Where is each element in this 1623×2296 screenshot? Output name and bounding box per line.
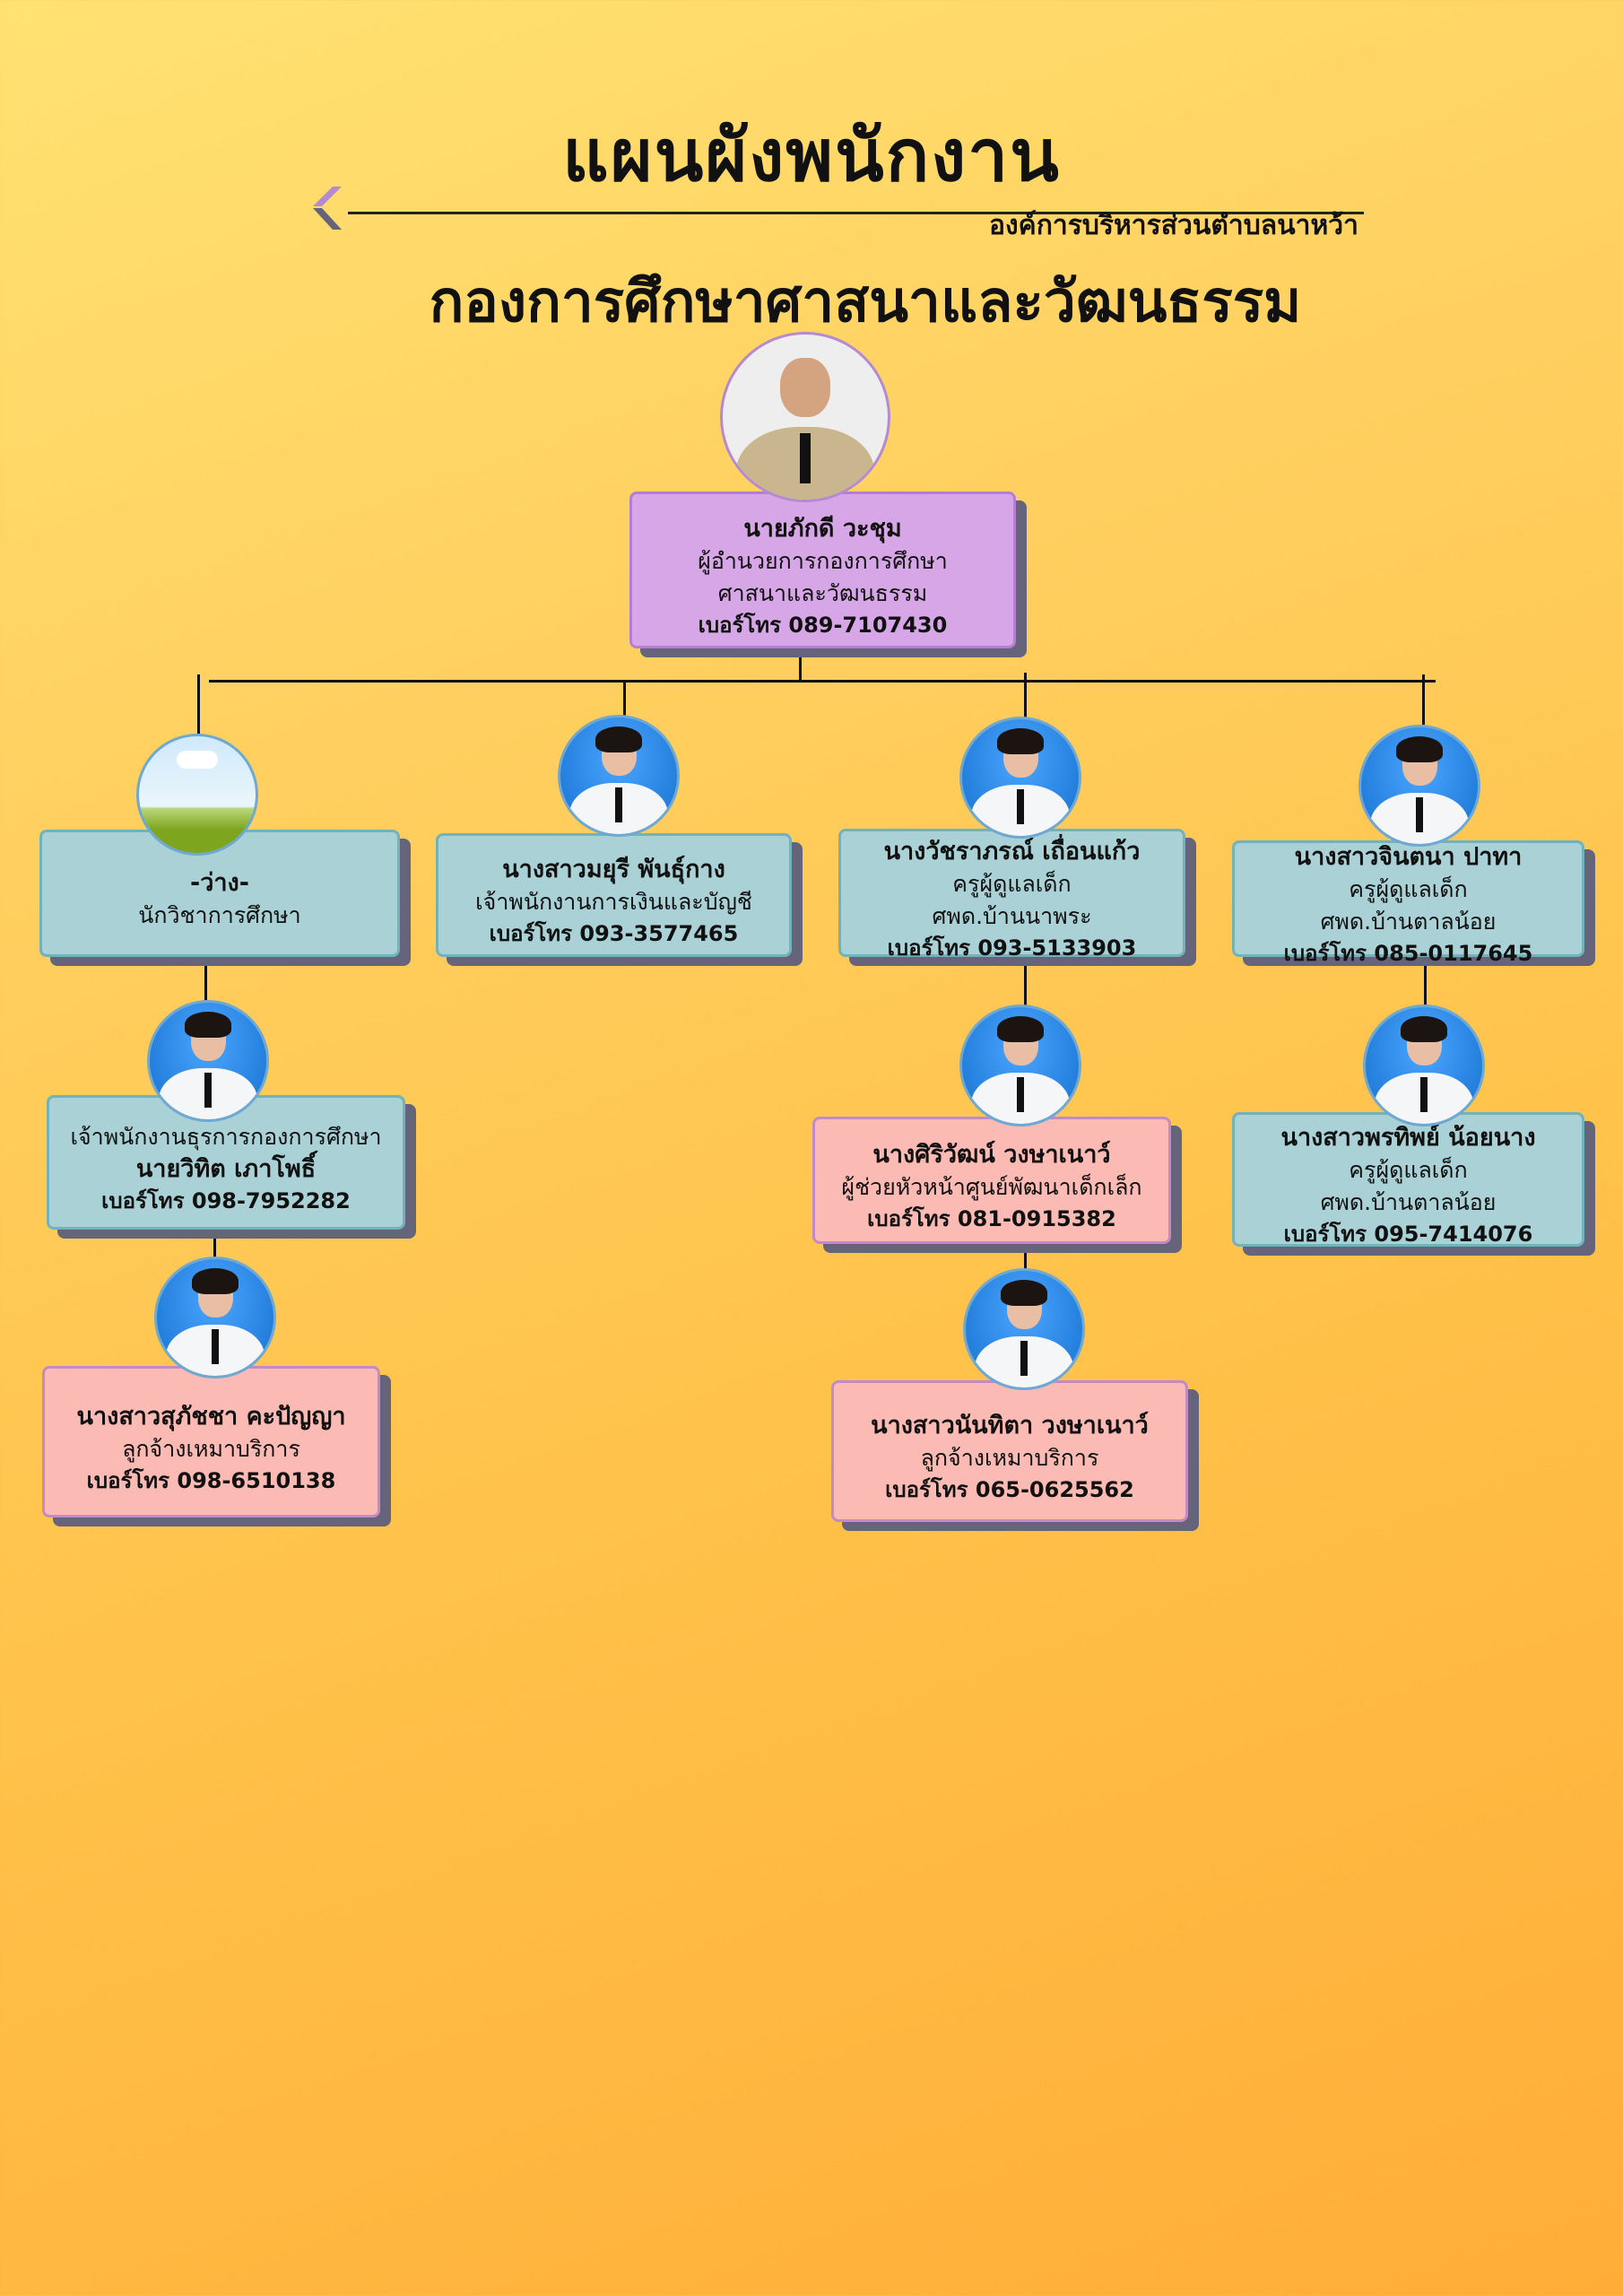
staff-card: นางวัชราภรณ์ เถื่อนแก้วครูผู้ดูแลเด็กศพด… — [838, 829, 1185, 961]
staff-photo — [154, 1257, 276, 1378]
staff-card: นางสาวพรทิพย์ น้อยนางครูผู้ดูแลเด็กศพด.บ… — [1232, 1112, 1584, 1247]
photo-head — [780, 357, 830, 417]
photo-tie — [212, 1329, 219, 1364]
staff-photo — [1358, 725, 1480, 847]
staff-name: นางสาวนันทิตา วงษาเนาว์ — [871, 1412, 1149, 1439]
staff-name: นายภักดี วะชุม — [743, 514, 902, 543]
photo-tie — [1416, 797, 1423, 832]
chevron-left-icon — [313, 187, 342, 230]
staff-name: นางศิริวัฒน์ วงษาเนาว์ — [872, 1141, 1111, 1169]
photo-tie — [204, 1073, 212, 1108]
connector-line — [799, 648, 802, 682]
photo-hair — [997, 1016, 1044, 1042]
staff-name: นายวิทิต เภาโพธิ์ — [135, 1155, 317, 1183]
staff-phone: เบอร์โทร 089-7107430 — [698, 612, 948, 638]
staff-role: ลูกจ้างเหมาบริการ — [920, 1445, 1099, 1471]
staff-phone: เบอร์โทร 098-7952282 — [101, 1188, 351, 1213]
staff-role: ครูผู้ดูแลเด็ก — [1349, 876, 1468, 902]
connector-line — [1024, 1244, 1027, 1271]
staff-phone: เบอร์โทร 085-0117645 — [1283, 941, 1533, 966]
connector-line — [1424, 957, 1427, 1007]
connector-line — [197, 674, 200, 734]
staff-name: นางสาวมยุรี พันธุ์กาง — [502, 856, 725, 883]
staff-card: นายภักดี วะชุมผู้อำนวยการกองการศึกษาศาสน… — [629, 491, 1016, 648]
staff-phone: เบอร์โทร 093-5133903 — [887, 935, 1137, 961]
staff-phone: เบอร์โทร 098-6510138 — [86, 1467, 336, 1493]
connector-line — [623, 681, 626, 717]
staff-photo — [1363, 1004, 1485, 1126]
page-title: แผนผังพนักงาน — [562, 114, 1061, 197]
connector-line — [1024, 957, 1027, 1007]
header-divider — [348, 212, 1364, 214]
staff-role: ลูกจ้างเหมาบริการ — [122, 1435, 300, 1462]
staff-photo — [963, 1268, 1085, 1390]
cloud-icon — [176, 750, 219, 770]
photo-hair — [1001, 1280, 1047, 1306]
staff-role: ศพด.บ้านนาพระ — [932, 902, 1092, 929]
photo-tie — [615, 787, 622, 822]
photo-tie — [1017, 1077, 1024, 1112]
staff-photo — [959, 1004, 1081, 1126]
staff-role: ศพด.บ้านตาลน้อย — [1320, 909, 1497, 935]
photo-tie — [1020, 1341, 1028, 1376]
staff-role: ศาสนาและวัฒนธรรม — [717, 579, 928, 606]
connector-line — [213, 1230, 216, 1261]
photo-hair — [595, 726, 642, 752]
connector-line — [1024, 673, 1027, 718]
photo-hair — [185, 1012, 231, 1038]
staff-card: นางสาวสุภัชชา คะปัญญาลูกจ้างเหมาบริการเบ… — [42, 1366, 380, 1518]
staff-photo — [558, 715, 680, 837]
staff-phone: เบอร์โทร 081-0915382 — [867, 1206, 1116, 1231]
division-title: กองการศึกษาศาสนาและวัฒนธรรม — [429, 269, 1302, 335]
photo-hair — [1396, 736, 1443, 762]
staff-phone: เบอร์โทร 093-3577465 — [489, 921, 739, 946]
staff-photo — [959, 717, 1081, 839]
staff-card: นางสาวนันทิตา วงษาเนาว์ลูกจ้างเหมาบริการ… — [831, 1380, 1188, 1522]
staff-role: ครูผู้ดูแลเด็ก — [952, 870, 1072, 897]
staff-card: นางศิริวัฒน์ วงษาเนาว์ผู้ช่วยหัวหน้าศูนย… — [812, 1117, 1171, 1244]
staff-photo — [147, 1000, 269, 1122]
organization-name: องค์การบริหารส่วนตำบลนาหว้า — [989, 210, 1358, 241]
staff-card: นางสาวจินตนา ปาทาครูผู้ดูแลเด็กศพด.บ้านต… — [1232, 840, 1584, 966]
photo-tie — [1017, 789, 1024, 824]
staff-name: นางวัชราภรณ์ เถื่อนแก้ว — [883, 837, 1141, 865]
photo-hair — [1401, 1016, 1447, 1042]
staff-photo — [720, 332, 890, 502]
staff-card: เจ้าพนักงานธุรการกองการศึกษานายวิทิต เภา… — [47, 1095, 405, 1230]
staff-role: ผู้ช่วยหัวหน้าศูนย์พัฒนาเด็กเล็ก — [841, 1174, 1142, 1200]
staff-name: นางสาวพรทิพย์ น้อยนาง — [1280, 1124, 1536, 1152]
photo-tie — [1420, 1077, 1428, 1112]
photo-tie — [800, 433, 811, 483]
photo-hair — [997, 728, 1044, 754]
staff-role: ผู้อำนวยการกองการศึกษา — [698, 547, 948, 574]
connector-line — [209, 680, 1436, 683]
staff-phone: เบอร์โทร 065-0625562 — [885, 1477, 1134, 1502]
photo-hair — [192, 1268, 239, 1294]
connector-line — [204, 957, 207, 1002]
staff-name: นางสาวสุภัชชา คะปัญญา — [76, 1402, 346, 1431]
staff-phone: เบอร์โทร 095-7414076 — [1283, 1222, 1533, 1247]
staff-role: นักวิชาการศึกษา — [138, 902, 301, 928]
staff-role: เจ้าพนักงานธุรการกองการศึกษา — [70, 1124, 382, 1150]
staff-card: นางสาวมยุรี พันธุ์กางเจ้าพนักงานการเงินแ… — [436, 833, 792, 957]
placeholder-photo — [136, 734, 258, 856]
staff-role: ศพด.บ้านตาลน้อย — [1320, 1189, 1497, 1215]
staff-role: ครูผู้ดูแลเด็ก — [1349, 1157, 1468, 1183]
connector-line — [1422, 674, 1425, 725]
staff-name: -ว่าง- — [190, 869, 249, 897]
staff-name: นางสาวจินตนา ปาทา — [1294, 843, 1523, 871]
staff-role: เจ้าพนักงานการเงินและบัญชี — [475, 889, 752, 915]
